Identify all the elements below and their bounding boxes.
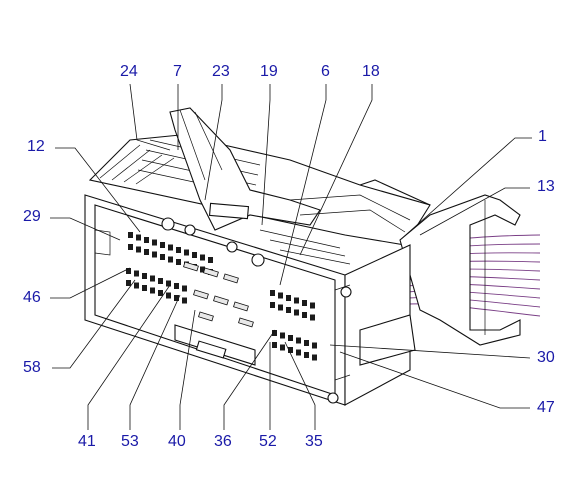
pin-cavity [208,257,213,263]
pin-cavity [128,244,133,250]
pin-cavity [144,249,149,255]
pin-cavity [192,252,197,258]
pin-cavity [168,244,173,251]
pin-cavity [152,239,157,246]
pin-cavity [142,285,147,291]
pin-cavity [304,352,309,358]
callout-6: 6 [321,63,330,80]
pin-cavity [142,273,147,279]
pin-cavity [182,297,187,304]
cavity-slot [238,317,254,328]
connector-latch [399,194,521,346]
pin-cavity [286,295,291,301]
pin-cavity [176,247,181,253]
pin-cavity [286,307,291,313]
cavity-slot [233,301,249,312]
callout-52: 52 [259,433,277,450]
cavity-slot [183,261,199,272]
callout-41: 41 [78,433,96,450]
pin-cavity [174,295,179,301]
cavity-slot [198,311,214,322]
pin-cavity [278,292,283,299]
callout-24: 24 [120,63,138,80]
pin-cavity [304,340,309,346]
callout-46: 46 [23,289,41,306]
pin-field [126,232,317,361]
pin-cavity [200,254,205,261]
pin-cavity [184,249,189,256]
cavity-slot [223,273,239,284]
callout-47: 47 [537,399,555,416]
pin-cavity [200,266,205,273]
pin-cavity [312,342,317,349]
pin-cavity [134,282,139,289]
pin-cavity [150,275,155,282]
pin-cavity [158,278,163,284]
callout-1: 1 [538,128,547,145]
pin-cavity [294,309,299,316]
callout-13: 13 [537,178,555,195]
pin-cavity [310,302,315,309]
pin-cavity [136,246,141,253]
pin-cavity [150,287,155,294]
callout-36: 36 [214,433,232,450]
pin-cavity [158,290,163,296]
pin-cavity [126,280,131,286]
pin-cavity [302,312,307,318]
callout-23: 23 [212,63,230,80]
pin-cavity [176,259,181,265]
pin-cavity [272,330,277,336]
pin-cavity [296,337,301,344]
pin-cavity [280,344,285,351]
callout-12: 12 [27,138,45,155]
connector-hood [88,107,431,265]
pin-cavity [312,354,317,361]
pin-cavity [296,349,301,356]
pin-cavity [270,290,275,296]
pin-cavity [288,347,293,353]
leader-lines [50,83,532,430]
cavity-slot [193,289,209,300]
pin-cavity [278,304,283,311]
pin-cavity [144,237,149,243]
callout-18: 18 [362,63,380,80]
callout-40: 40 [168,433,186,450]
cavity-slot [213,295,229,306]
pin-cavity [270,302,275,308]
pin-cavity [166,280,171,287]
pin-cavity [272,342,277,348]
pin-cavity [288,335,293,341]
pin-cavity [134,270,139,277]
pin-cavity [174,283,179,289]
pin-cavity [136,234,141,241]
cavity-slot [203,267,219,278]
pin-cavity [294,297,299,304]
pin-cavity [310,314,315,321]
callout-19: 19 [260,63,278,80]
pin-cavity [182,285,187,292]
pin-cavity [126,268,131,274]
callout-30: 30 [537,349,555,366]
callout-29: 29 [23,208,41,225]
pin-cavity [166,292,171,299]
pin-cavity [160,254,165,260]
pin-cavity [168,256,173,263]
pin-cavity [152,251,157,258]
pin-cavity [128,232,133,238]
pin-cavity [280,332,285,339]
pin-cavity [160,242,165,248]
callout-58: 58 [23,359,41,376]
pin-cavity [302,300,307,306]
callout-7: 7 [173,63,182,80]
callout-35: 35 [305,433,323,450]
callout-53: 53 [121,433,139,450]
